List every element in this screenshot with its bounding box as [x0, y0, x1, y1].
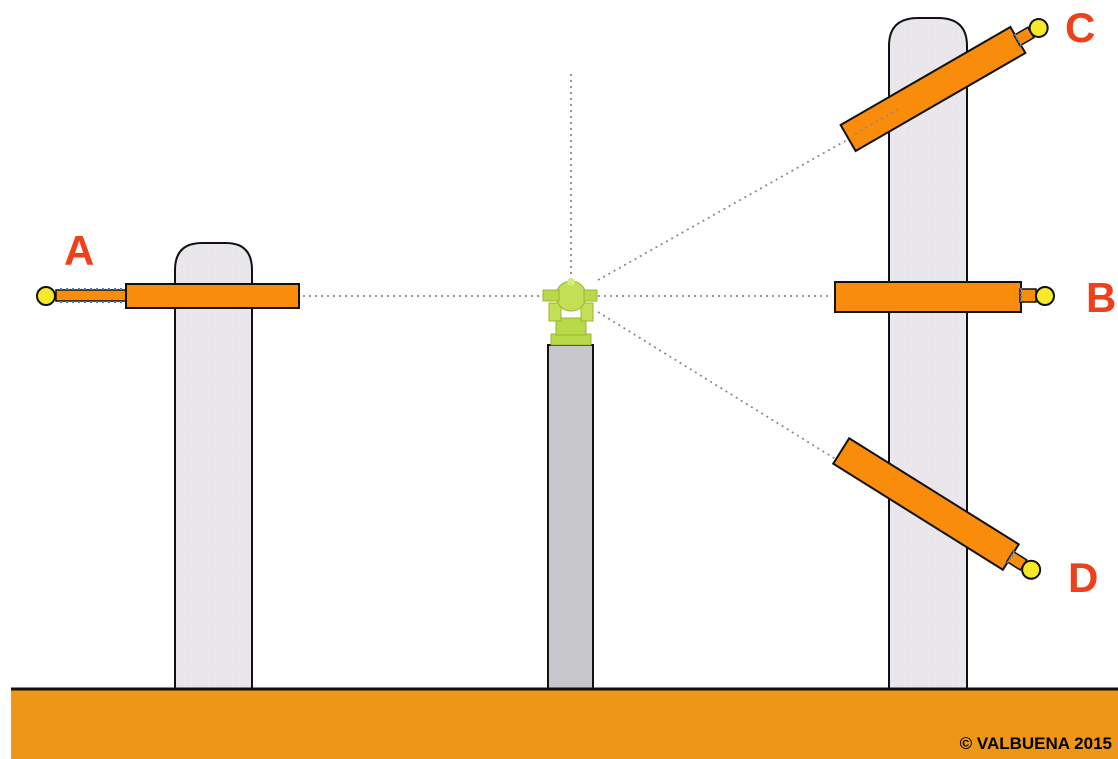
- arm-b-body: [834, 281, 1022, 313]
- center-post: [547, 344, 594, 691]
- arm-a-body: [125, 283, 300, 309]
- copyright-text: © VALBUENA 2015: [960, 734, 1112, 753]
- arm-a: [36, 283, 300, 309]
- bulb-icon: [1028, 18, 1049, 39]
- bulb-icon: [36, 286, 56, 306]
- sight-lines: [303, 74, 887, 464]
- bulb-icon: [1035, 286, 1055, 306]
- ground: [11, 688, 1118, 759]
- arm-d: [831, 436, 1042, 580]
- label-a: A: [64, 227, 94, 274]
- sight-line-d: [597, 311, 843, 464]
- label-c: C: [1065, 4, 1095, 51]
- arm-a-rod: [55, 289, 129, 302]
- arm-b: [834, 281, 1055, 313]
- left-post: [174, 242, 253, 691]
- label-d: D: [1068, 554, 1098, 601]
- arm-b-rod: [1019, 288, 1037, 303]
- arm-c: [839, 18, 1049, 153]
- bulb-icon: [1021, 559, 1042, 580]
- sight-line-c: [597, 117, 887, 281]
- theodolite-icon: [542, 278, 598, 346]
- label-b: B: [1086, 274, 1116, 321]
